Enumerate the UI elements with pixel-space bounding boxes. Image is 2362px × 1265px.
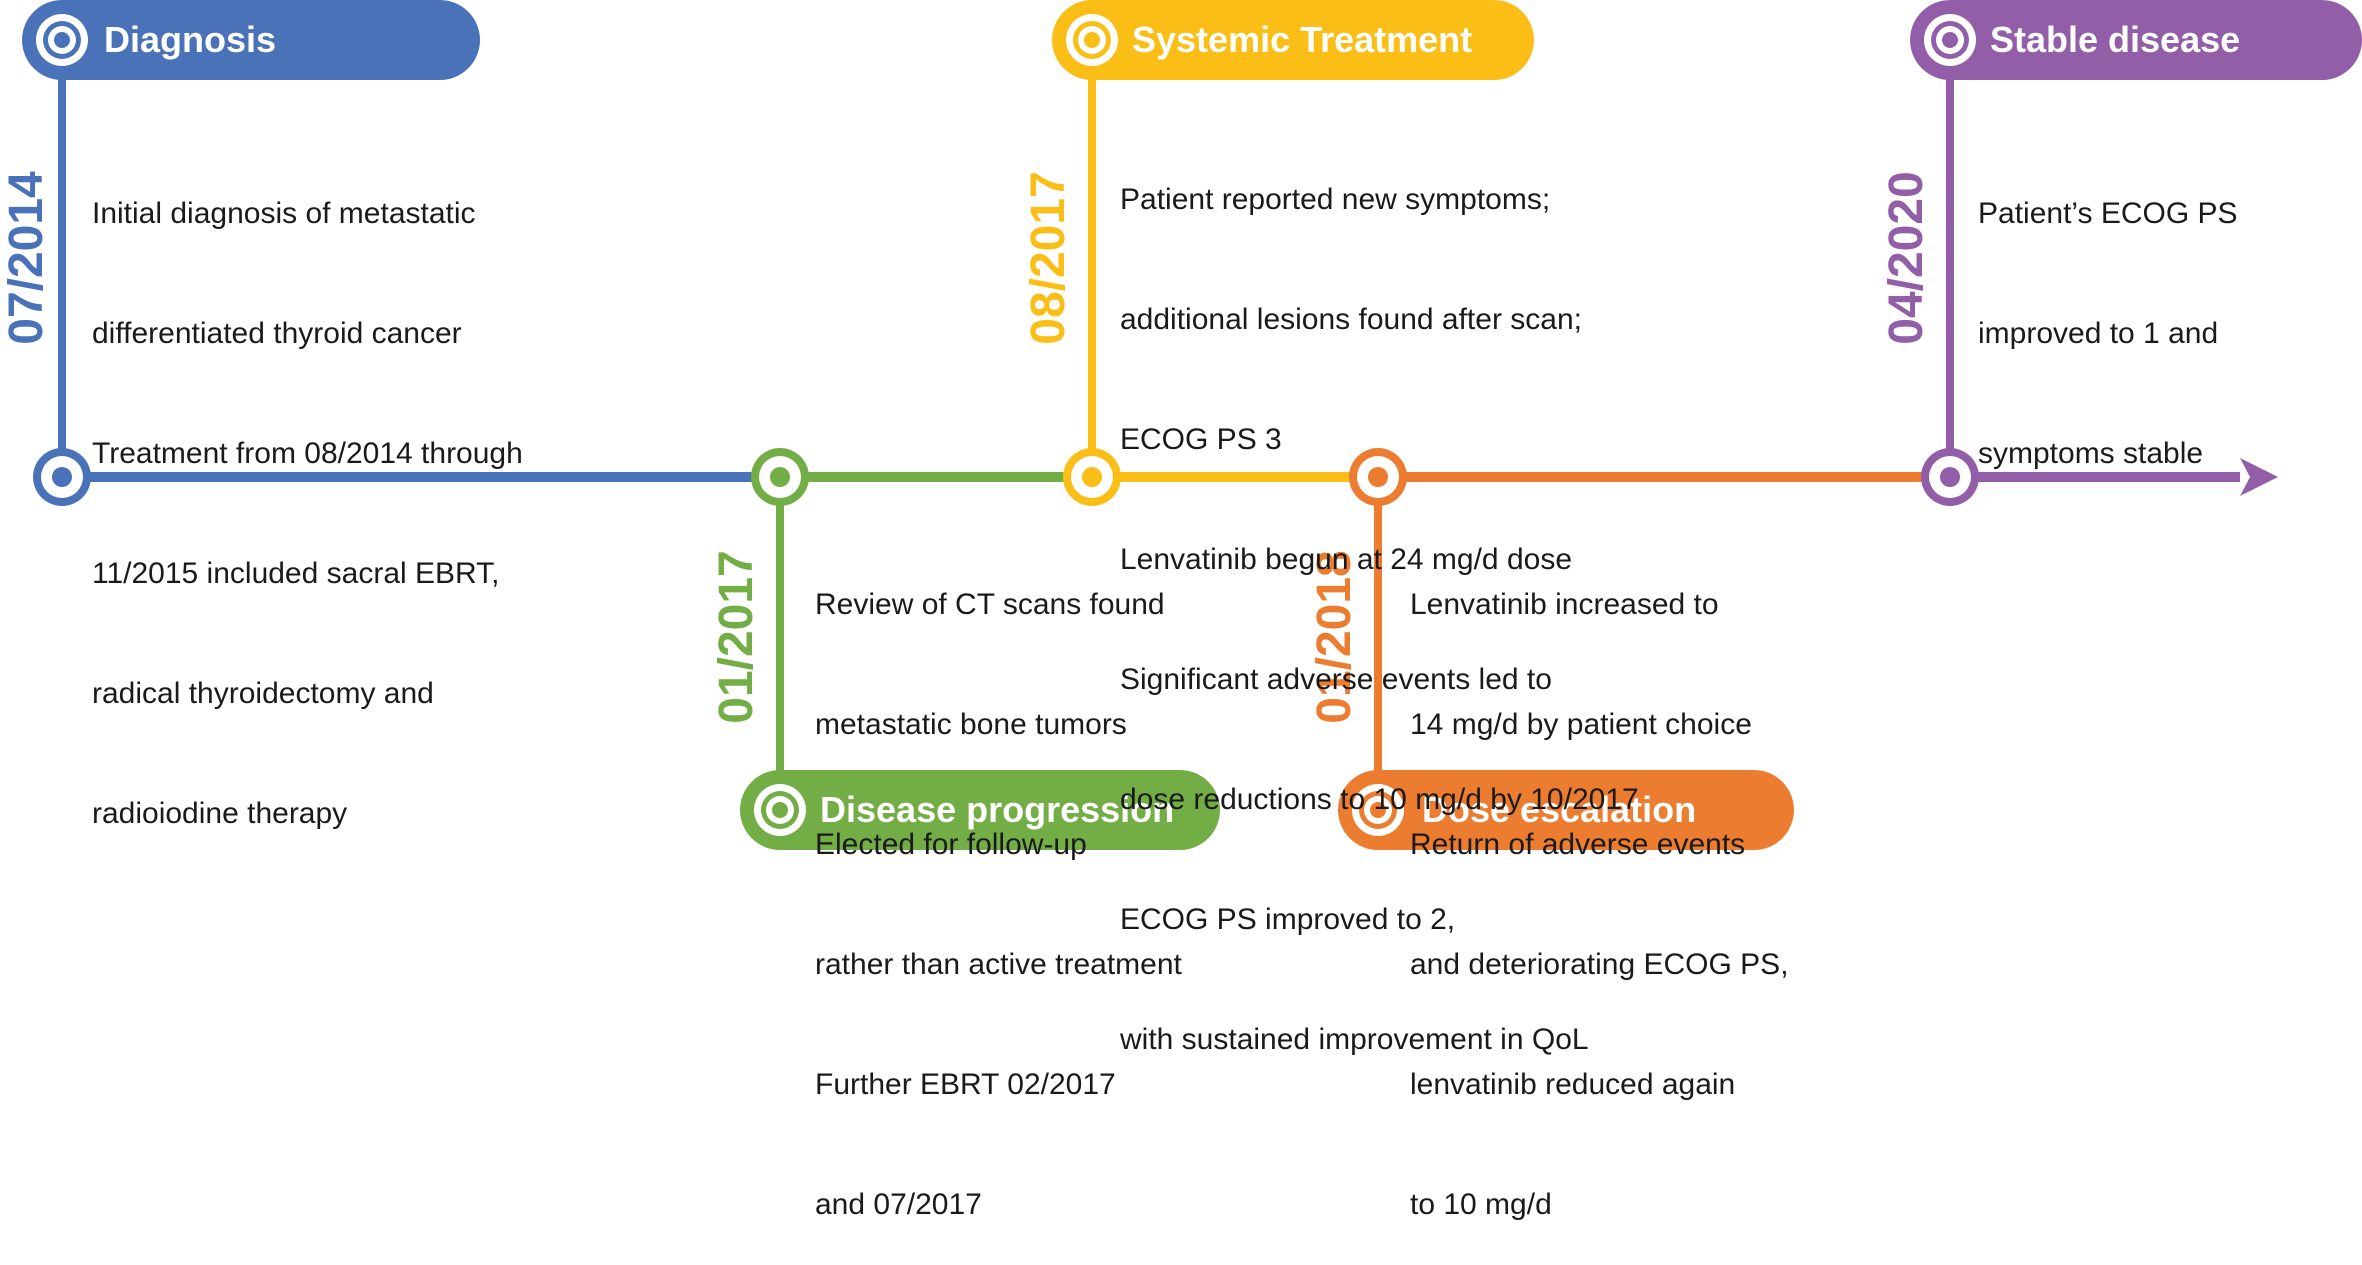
- pill-target-icon-systemic-treatment: [1066, 14, 1118, 66]
- description-line: Lenvatinib begun at 24 mg/d dose: [1120, 543, 1573, 576]
- node-stable-disease: [1921, 448, 1979, 506]
- pill-target-icon-disease-progression: [754, 784, 806, 836]
- pill-dose-escalation: [1338, 770, 1794, 850]
- description-line: additional lesions found after scan;: [1120, 303, 1582, 336]
- description-line: and deteriorating ECOG PS,: [1410, 948, 1789, 981]
- date-stable-disease: 04/2020: [1880, 171, 1933, 345]
- description-line: Patient reported new symptoms;: [1120, 183, 1551, 216]
- description-line: to 10 mg/d: [1410, 1188, 1552, 1221]
- node-disease-progression: [751, 448, 809, 506]
- date-disease-progression: 01/2017: [710, 550, 763, 724]
- timeline-diagram: Diagnosis Disease progression Systemic T…: [0, 0, 2362, 850]
- node-dose-escalation: [1349, 448, 1407, 506]
- pill-target-icon-diagnosis: [36, 14, 88, 66]
- pill-disease-progression: [740, 770, 1220, 850]
- pill-systemic-treatment: [1052, 0, 1534, 80]
- description-line: Treatment from 08/2014 through: [92, 437, 523, 470]
- pill-target-icon-dose-escalation: [1352, 784, 1404, 836]
- pill-target-icon-stable-disease: [1924, 14, 1976, 66]
- title-diagnosis: Diagnosis: [104, 19, 276, 60]
- description-line: differentiated thyroid cancer: [92, 317, 462, 350]
- description-line: radical thyroidectomy and: [92, 677, 434, 710]
- title-systemic-treatment: Systemic Treatment: [1132, 19, 1472, 60]
- description-line: lenvatinib reduced again: [1410, 1068, 1736, 1101]
- axis-arrowhead: [2240, 458, 2278, 496]
- description-line: Patient’s ECOG PS: [1978, 197, 2238, 230]
- title-stable-disease: Stable disease: [1990, 19, 2240, 60]
- description-line: symptoms stable: [1978, 437, 2204, 470]
- node-systemic-treatment: [1063, 448, 1121, 506]
- title-disease-progression: Disease progression: [820, 789, 1174, 830]
- node-diagnosis: [33, 448, 91, 506]
- description-line: 14 mg/d by patient choice: [1410, 708, 1752, 741]
- date-dose-escalation: 01/2018: [1308, 550, 1361, 724]
- pill-stable-disease: [1910, 0, 2362, 80]
- description-line: Significant adverse events led to: [1120, 663, 1552, 696]
- description-stable-disease: Patient’s ECOG PS improved to 1 and symp…: [1978, 114, 2238, 514]
- description-line: Return of adverse events: [1410, 828, 1746, 861]
- date-systemic-treatment: 08/2017: [1022, 171, 1075, 345]
- description-line: metastatic bone tumors: [815, 708, 1127, 741]
- pill-diagnosis: [22, 0, 480, 80]
- description-line: dose reductions to 10 mg/d by 10/2017: [1120, 783, 1639, 816]
- description-line: 11/2015 included sacral EBRT,: [92, 557, 500, 590]
- date-diagnosis: 07/2014: [0, 171, 53, 345]
- description-line: improved to 1 and: [1978, 317, 2219, 350]
- description-dose-escalation: Lenvatinib increased to 14 mg/d by patie…: [1410, 505, 1789, 1265]
- description-line: and 07/2017: [815, 1188, 982, 1221]
- description-line: Initial diagnosis of metastatic: [92, 197, 476, 230]
- title-dose-escalation: Dose escalation: [1422, 789, 1696, 830]
- description-line: Review of CT scans found: [815, 588, 1165, 621]
- description-line: radioiodine therapy: [92, 797, 348, 830]
- description-line: Lenvatinib increased to: [1410, 588, 1719, 621]
- description-diagnosis: Initial diagnosis of metastatic differen…: [92, 114, 523, 874]
- description-line: ECOG PS 3: [1120, 423, 1282, 456]
